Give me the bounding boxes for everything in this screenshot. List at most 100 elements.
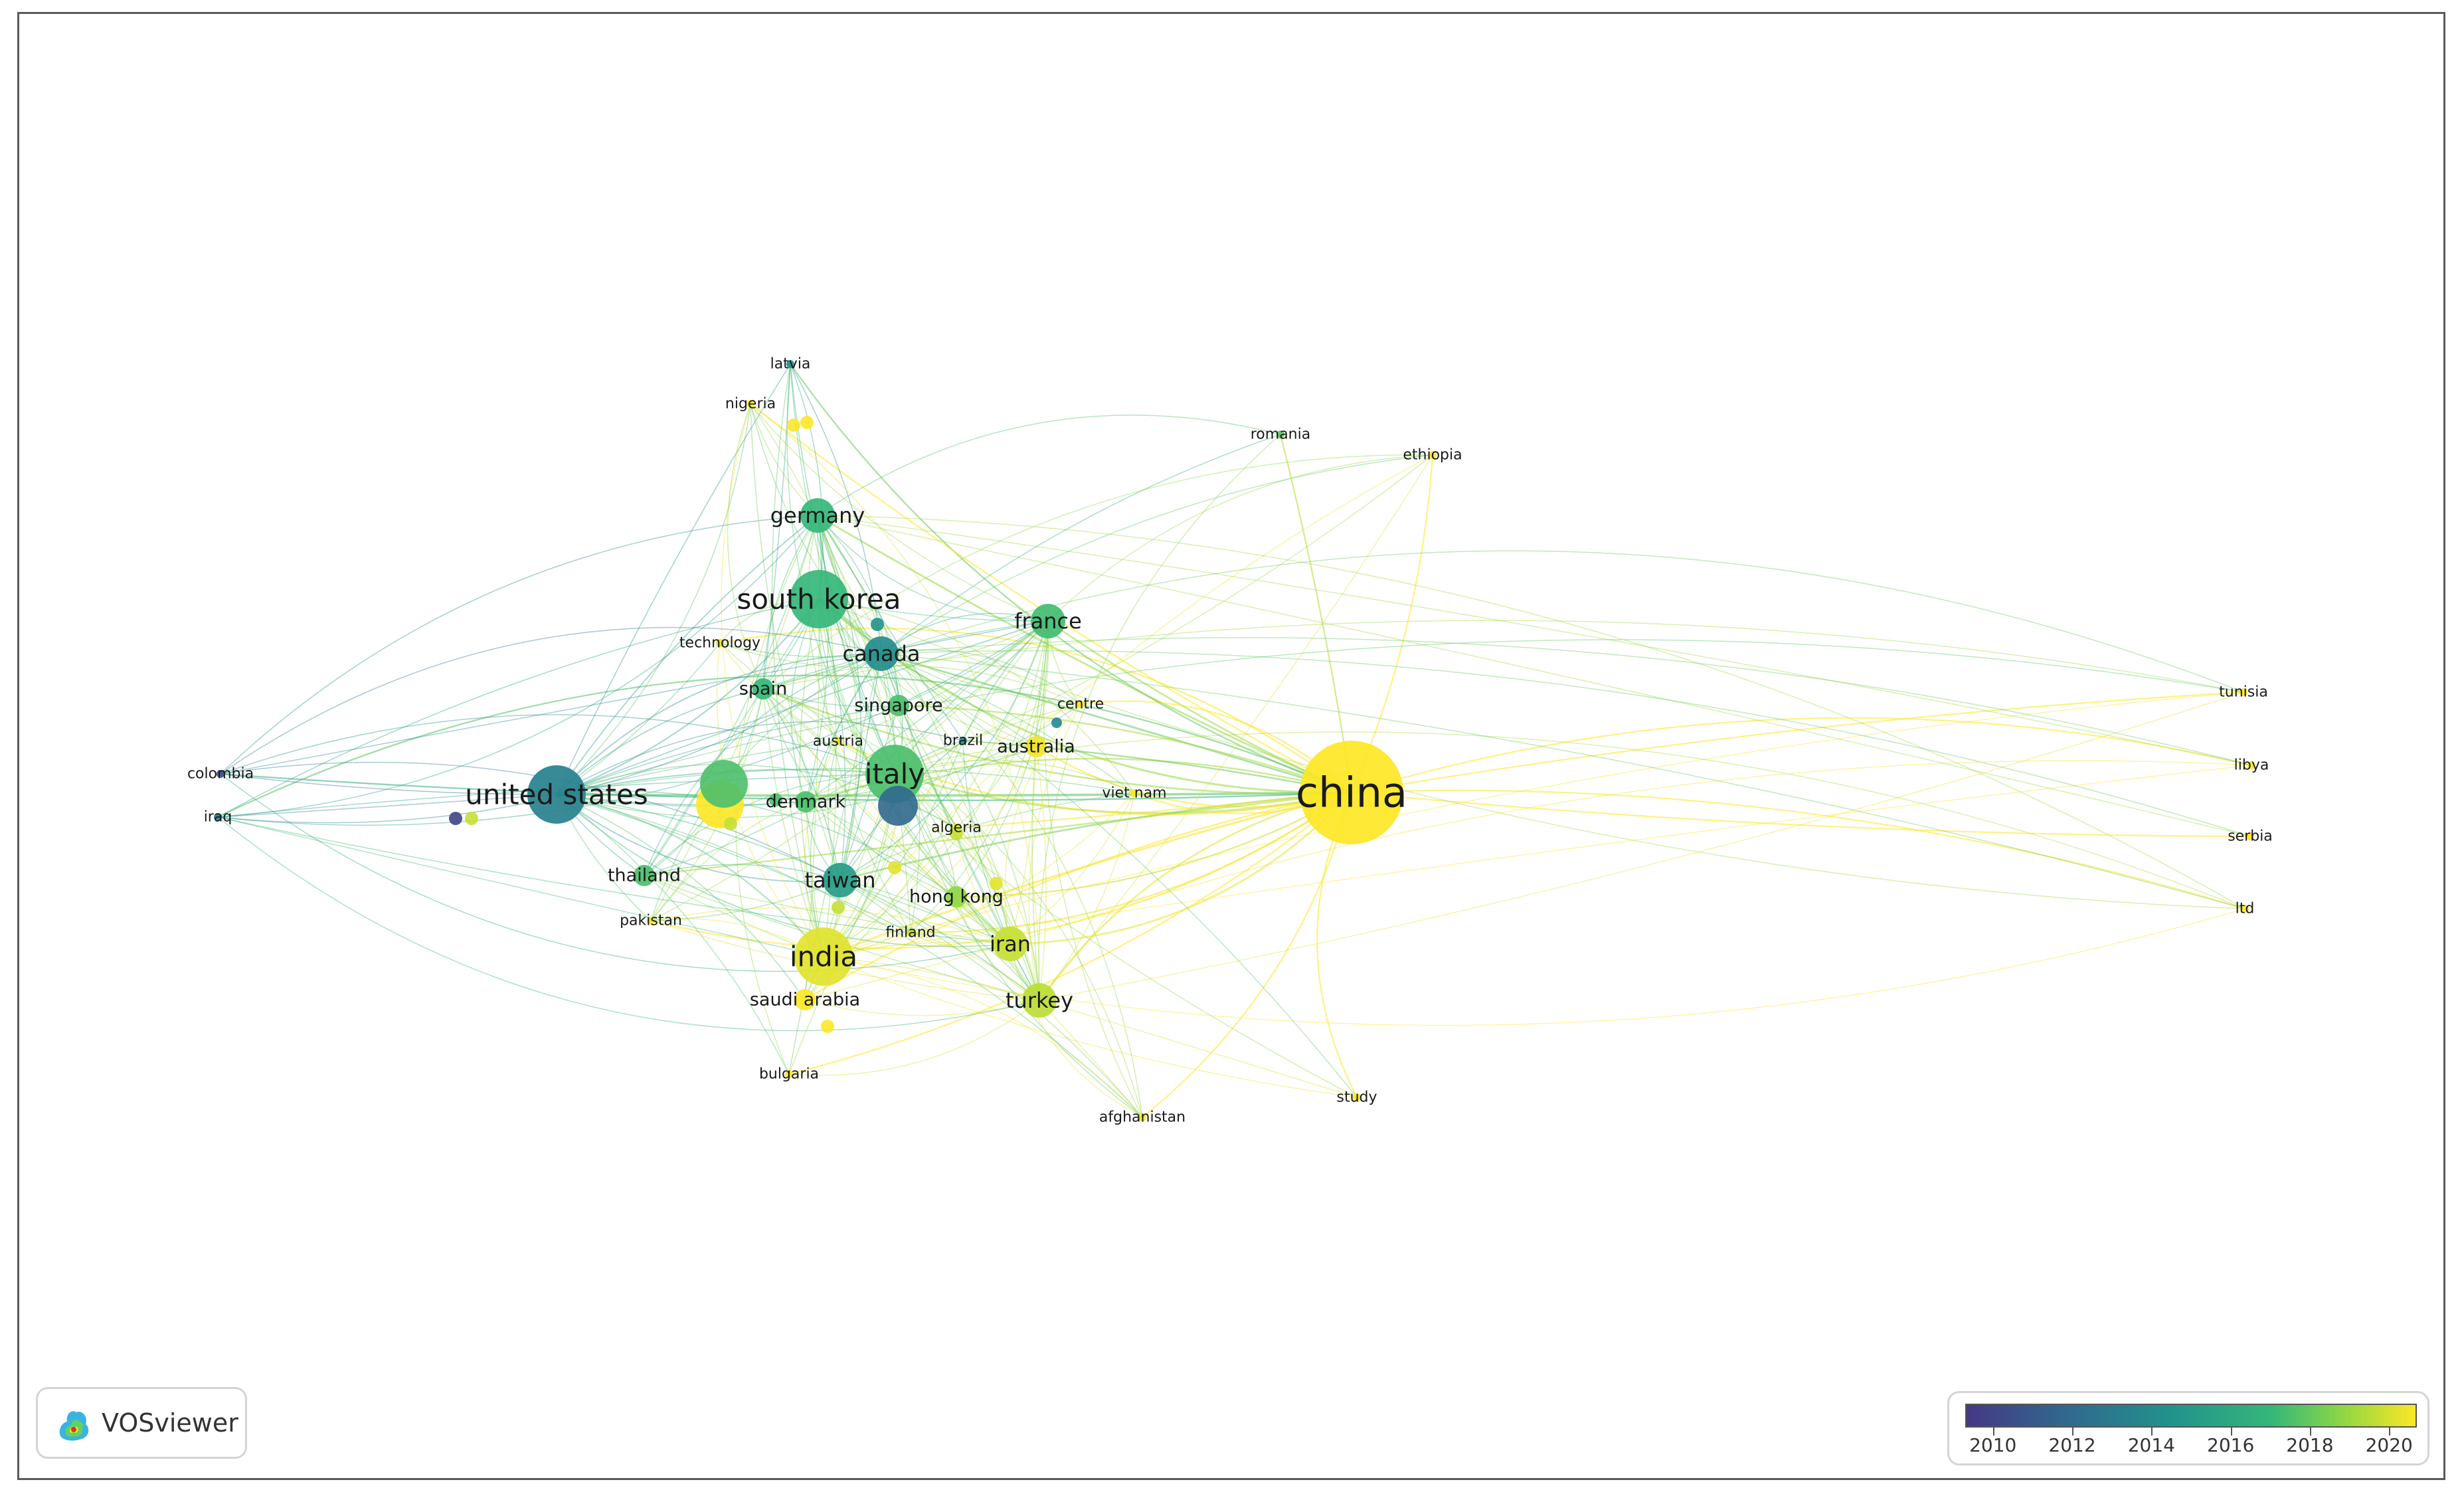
link-canada-iran — [881, 653, 1011, 945]
node-denmark[interactable] — [795, 791, 816, 812]
node-nigeria[interactable] — [747, 400, 754, 408]
node-austria[interactable] — [834, 737, 842, 745]
unlabeled-node[interactable] — [832, 901, 845, 914]
label-libya[interactable]: libya — [2234, 757, 2269, 774]
node-tunisia[interactable] — [2240, 688, 2247, 696]
label-austria[interactable]: austria — [813, 733, 863, 750]
link-taiwan-france — [839, 620, 1049, 881]
unlabeled-node[interactable] — [990, 877, 1003, 890]
node-iraq[interactable] — [214, 813, 222, 821]
node-canada[interactable] — [864, 636, 899, 671]
node-china[interactable] — [1300, 741, 1403, 844]
label-romania[interactable]: romania — [1251, 426, 1310, 443]
label-italy[interactable]: italy — [865, 758, 924, 791]
label-brazil[interactable]: brazil — [943, 733, 983, 749]
node-thailand[interactable] — [634, 865, 655, 886]
node-australia[interactable] — [1025, 736, 1047, 757]
label-bulgaria[interactable]: bulgaria — [759, 1066, 819, 1083]
unlabeled-node[interactable] — [950, 827, 963, 840]
label-algeria[interactable]: algeria — [931, 820, 982, 836]
node-libya[interactable] — [2247, 761, 2255, 769]
link-south-korea-thailand — [644, 599, 820, 876]
unlabeled-node[interactable] — [700, 760, 748, 808]
label-hong-kong[interactable]: hong kong — [909, 887, 1004, 907]
node-brazil[interactable] — [959, 737, 967, 745]
node-pakistan[interactable] — [647, 917, 655, 925]
node-viet-nam[interactable] — [1130, 789, 1138, 797]
link-iran-colombia — [220, 773, 1011, 973]
node-singapore[interactable] — [888, 695, 909, 716]
node-united-states[interactable] — [527, 765, 586, 824]
unlabeled-node[interactable] — [800, 416, 814, 429]
node-technology[interactable] — [716, 639, 724, 647]
unlabeled-node[interactable] — [871, 618, 884, 631]
label-turkey[interactable]: turkey — [1006, 988, 1073, 1013]
label-tunisia[interactable]: tunisia — [2219, 684, 2268, 701]
label-centre[interactable]: centre — [1057, 696, 1104, 713]
node-south-korea[interactable] — [790, 570, 848, 628]
unlabeled-node[interactable] — [724, 817, 737, 830]
node-finland[interactable] — [907, 929, 915, 937]
label-finland[interactable]: finland — [885, 925, 935, 941]
node-serbia[interactable] — [2246, 832, 2254, 840]
node-ethiopia[interactable] — [1429, 451, 1437, 459]
unlabeled-node[interactable] — [878, 786, 918, 826]
node-afghanistan[interactable] — [1138, 1113, 1146, 1121]
label-iran[interactable]: iran — [990, 931, 1031, 957]
node-iran[interactable] — [993, 927, 1027, 961]
unlabeled-node[interactable] — [769, 793, 782, 806]
unlabeled-node[interactable] — [1051, 717, 1062, 728]
label-taiwan[interactable]: taiwan — [804, 868, 875, 893]
link-china-brazil — [962, 739, 1352, 794]
label-spain[interactable]: spain — [739, 679, 787, 700]
label-ethiopia[interactable]: ethiopia — [1403, 447, 1462, 464]
label-germany[interactable]: germany — [770, 503, 865, 528]
label-afghanistan[interactable]: afghanistan — [1099, 1109, 1186, 1126]
unlabeled-node[interactable] — [787, 419, 800, 432]
label-denmark[interactable]: denmark — [766, 792, 846, 812]
node-france[interactable] — [1031, 604, 1065, 638]
node-spain[interactable] — [752, 678, 774, 700]
node-colombia[interactable] — [217, 770, 224, 778]
unlabeled-node[interactable] — [465, 812, 478, 825]
unlabeled-node[interactable] — [888, 861, 901, 874]
label-study[interactable]: study — [1336, 1089, 1377, 1106]
label-saudi-arabia[interactable]: saudi arabia — [750, 990, 860, 1010]
node-saudi-arabia[interactable] — [794, 989, 816, 1010]
label-technology[interactable]: technology — [679, 635, 760, 652]
node-bulgaria[interactable] — [785, 1070, 793, 1078]
unlabeled-node[interactable] — [821, 1020, 834, 1033]
label-pakistan[interactable]: pakistan — [620, 913, 682, 929]
node-centre[interactable] — [1077, 700, 1085, 708]
label-viet-nam[interactable]: viet nam — [1102, 785, 1166, 802]
label-latvia[interactable]: latvia — [770, 356, 811, 373]
node-india[interactable] — [794, 927, 853, 986]
node-romania[interactable] — [1276, 430, 1284, 438]
label-china[interactable]: china — [1296, 769, 1407, 817]
label-australia[interactable]: australia — [997, 737, 1075, 757]
link-spain-algeria — [762, 688, 957, 828]
label-ltd[interactable]: ltd — [2236, 901, 2255, 917]
label-serbia[interactable]: serbia — [2228, 828, 2273, 845]
label-iraq[interactable]: iraq — [204, 809, 232, 826]
label-singapore[interactable]: singapore — [854, 696, 942, 716]
label-south-korea[interactable]: south korea — [737, 583, 901, 616]
label-thailand[interactable]: thailand — [608, 866, 681, 886]
node-latvia[interactable] — [786, 360, 794, 368]
unlabeled-node[interactable] — [449, 812, 462, 825]
label-canada[interactable]: canada — [842, 641, 920, 666]
label-colombia[interactable]: colombia — [187, 766, 254, 783]
node-hong-kong[interactable] — [946, 886, 967, 907]
node-turkey[interactable] — [1022, 983, 1057, 1018]
node-italy[interactable] — [865, 745, 924, 803]
node-ltd[interactable] — [2241, 905, 2249, 913]
node-study[interactable] — [1353, 1093, 1361, 1101]
link-spain-nigeria — [727, 403, 764, 690]
node-taiwan[interactable] — [823, 863, 857, 897]
node-germany[interactable] — [800, 498, 835, 533]
label-nigeria[interactable]: nigeria — [725, 396, 776, 413]
label-india[interactable]: india — [790, 941, 857, 973]
label-france[interactable]: france — [1014, 608, 1082, 634]
label-united-states[interactable]: united states — [465, 779, 648, 811]
